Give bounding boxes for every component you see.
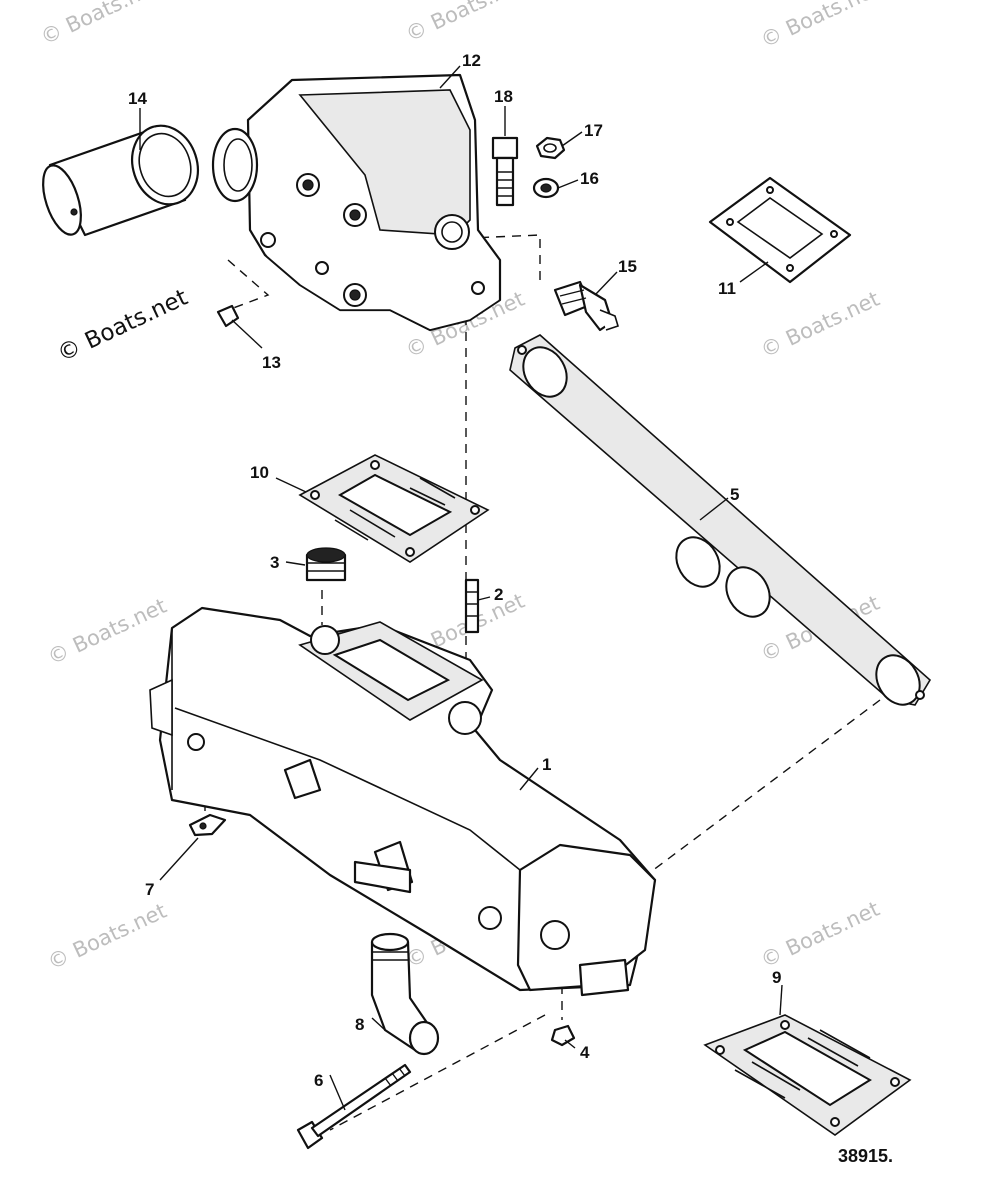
figure-reference-number: 38915. [838, 1146, 893, 1166]
callout-16: 16 [580, 169, 599, 188]
callout-18: 18 [494, 87, 513, 106]
leader-line [329, 1074, 346, 1111]
callout-17: 17 [584, 121, 603, 140]
leader-line [439, 65, 461, 89]
callout-leaders [139, 65, 783, 1111]
callout-11: 11 [718, 279, 736, 298]
watermark-text: © Boats.net [757, 287, 883, 363]
callout-1: 1 [542, 755, 551, 774]
assembly-line [639, 699, 881, 881]
assembly-line [329, 1014, 546, 1131]
callout-6: 6 [314, 1071, 323, 1090]
watermark-text: © Boats.net [44, 594, 170, 670]
leader-line [519, 767, 539, 791]
part-14-sleeve [42, 124, 199, 237]
watermark-text: © Boats.net [757, 0, 883, 53]
watermark-text: © Boats.net [44, 899, 170, 975]
leader-line [779, 984, 783, 1016]
leader-line [557, 179, 579, 189]
callout-13: 13 [262, 353, 281, 372]
watermark-text: © Boats.net [757, 897, 883, 973]
leader-line [564, 1039, 576, 1049]
part-18-bolt [491, 136, 519, 207]
part-4-nut [550, 1024, 576, 1047]
assembly-line [227, 259, 270, 311]
leader-line [275, 477, 307, 493]
callout-8: 8 [355, 1015, 364, 1034]
watermark-text: © Boats.net [402, 0, 528, 47]
callout-14: 14 [128, 89, 147, 108]
callout-15: 15 [618, 257, 637, 276]
callout-2: 2 [494, 585, 503, 604]
part-3-plug [305, 547, 347, 582]
part-15-fitting [553, 280, 619, 332]
part-7-clip [188, 813, 227, 837]
leader-line [159, 837, 199, 881]
callout-9: 9 [772, 968, 781, 987]
callout-12: 12 [462, 51, 481, 70]
leader-line [561, 131, 583, 147]
leader-line [285, 561, 306, 566]
callout-4: 4 [580, 1043, 590, 1062]
callout-5: 5 [730, 485, 739, 504]
part-2-stud [464, 578, 480, 634]
part-8-elbow [370, 932, 440, 1056]
part-16-washer [532, 177, 560, 199]
part-11-gasket [708, 176, 852, 284]
leader-line [594, 271, 618, 296]
leader-line [231, 319, 263, 349]
part-12-exhaust-elbow [211, 73, 502, 332]
part-17-nut [535, 136, 566, 160]
callout-3: 3 [270, 553, 279, 572]
leader-line [371, 1017, 386, 1031]
watermark-text: © Boats.net [37, 0, 163, 50]
callout-labels: 1 2 3 4 5 6 7 8 9 10 11 12 13 14 15 16 1… [128, 51, 781, 1090]
part-10-gasket [298, 454, 490, 563]
leader-line [739, 261, 769, 283]
part-5-long-gasket [509, 334, 932, 706]
leader-line [477, 596, 491, 601]
watermark-text-dark: © Boats.net [54, 285, 192, 368]
part-9-gasket [703, 1014, 912, 1136]
callout-10: 10 [250, 463, 269, 482]
leader-line [699, 497, 729, 521]
callout-7: 7 [145, 880, 154, 899]
part-6-long-bolt [296, 1063, 412, 1150]
part-1-exhaust-manifold [149, 606, 657, 997]
